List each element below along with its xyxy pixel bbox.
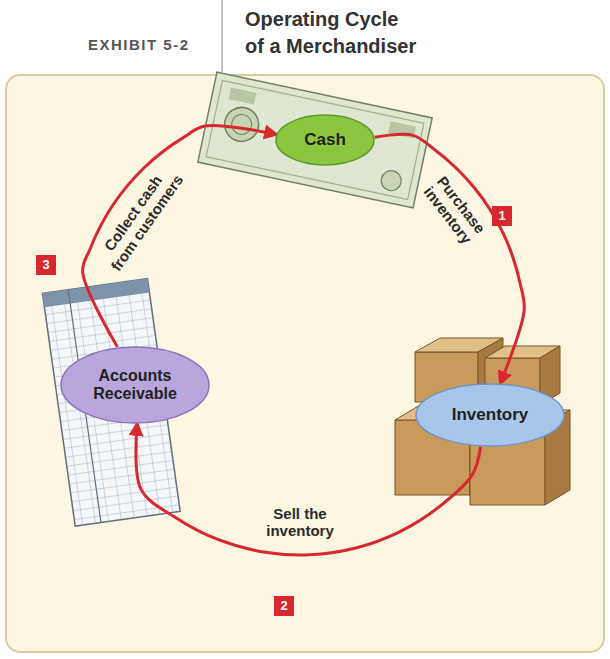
oval-shape <box>416 384 564 446</box>
account-name: Inventory <box>452 406 529 425</box>
bill-corner <box>229 87 257 104</box>
callout-number: 3 <box>36 255 56 275</box>
oval-body: Inventory <box>415 383 565 447</box>
oval-body: Accounts Receivable <box>60 346 210 424</box>
connector-group <box>83 126 525 555</box>
flow-label: Purchase inventory <box>411 162 497 258</box>
header-divider <box>221 0 222 72</box>
callout-number: 2 <box>274 596 294 616</box>
account-name: Cash <box>304 131 346 150</box>
flow-arrow <box>375 134 525 383</box>
oval-shape <box>61 347 209 423</box>
account-oval: Cash <box>275 114 375 166</box>
bill-seal <box>379 169 403 193</box>
sheet-header <box>43 279 150 308</box>
account-name: Accounts Receivable <box>70 367 200 402</box>
flow-arrow <box>136 424 481 555</box>
flow-arrow <box>83 126 277 348</box>
bill-body <box>198 72 432 208</box>
callout-number: 1 <box>492 206 512 226</box>
flow-label: Sell the inventory <box>260 505 340 540</box>
bill-seal-ring <box>230 113 254 137</box>
bill-seal <box>221 104 261 144</box>
exhibit-panel <box>6 75 604 652</box>
bill-border <box>206 80 424 199</box>
account-oval: Accounts Receivable <box>60 346 210 424</box>
oval-body: Cash <box>275 114 375 166</box>
dollar-bill <box>198 72 432 208</box>
oval-shape <box>276 115 374 165</box>
account-oval: Inventory <box>415 383 565 447</box>
flow-label: Collect cash from customers <box>91 159 188 277</box>
exhibit-title: Operating Cycle of a Merchandiser <box>245 6 460 60</box>
exhibit-number: EXHIBIT 5-2 <box>88 36 190 53</box>
inventory-boxes <box>395 338 570 505</box>
